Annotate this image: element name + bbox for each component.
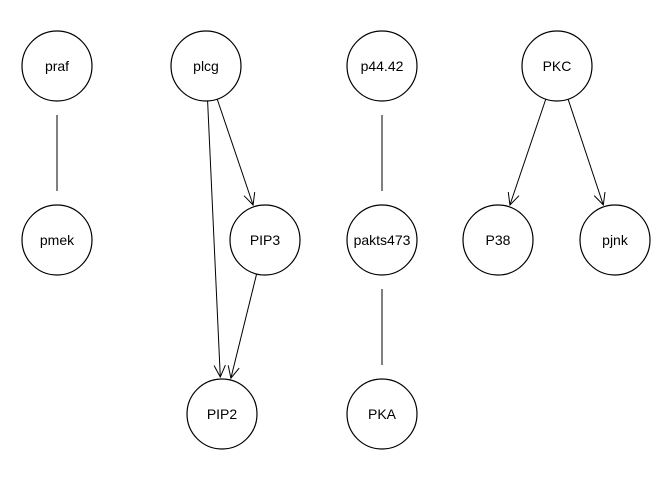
node-praf: praf <box>21 30 93 102</box>
node-pakts473-circle <box>346 204 418 276</box>
node-PKC: PKC <box>521 30 593 102</box>
node-P38-label: P38 <box>486 232 511 248</box>
node-PIP3: PIP3 <box>229 204 301 276</box>
node-PIP3-label: PIP3 <box>250 232 281 248</box>
node-P38: P38 <box>462 204 534 276</box>
edge-PKC-P38-arrowhead <box>507 192 520 207</box>
edge-PKC-P38-line <box>509 98 547 206</box>
nodes-layer: praf pmek plcg PIP3 PIP2 p44.42 pakts473 <box>21 30 651 450</box>
node-praf-label: praf <box>45 58 69 74</box>
node-pmek-circle <box>21 204 93 276</box>
node-pjnk: pjnk <box>579 204 651 276</box>
node-plcg-circle <box>170 30 242 102</box>
node-plcg: plcg <box>170 30 242 102</box>
edge-plcg-PIP3-arrowhead <box>243 192 256 207</box>
node-PIP3-circle <box>229 204 301 276</box>
edge-plcg-PIP2 <box>207 100 226 379</box>
node-pakts473: pakts473 <box>346 204 418 276</box>
node-pmek-label: pmek <box>40 232 75 248</box>
node-PIP2-label: PIP2 <box>207 406 238 422</box>
node-pakts473-label: pakts473 <box>354 232 411 248</box>
node-p44.42: p44.42 <box>346 30 418 102</box>
edge-plcg-PIP3 <box>216 98 256 207</box>
node-PKC-label: PKC <box>543 58 572 74</box>
node-PKC-circle <box>521 30 593 102</box>
node-PIP2-circle <box>186 378 258 450</box>
node-pjnk-label: pjnk <box>602 232 629 248</box>
node-praf-circle <box>21 30 93 102</box>
edge-plcg-PIP2-line <box>207 100 221 378</box>
node-PKA-circle <box>346 378 418 450</box>
edge-plcg-PIP2-arrowhead <box>213 364 226 379</box>
node-pmek: pmek <box>21 204 93 276</box>
node-PKA: PKA <box>346 378 418 450</box>
edge-PKC-P38 <box>507 98 547 207</box>
node-plcg-label: plcg <box>193 58 219 74</box>
edges-layer <box>56 98 606 380</box>
edge-PKC-pjnk-arrowhead <box>593 191 606 206</box>
node-PKA-label: PKA <box>368 406 397 422</box>
node-p44.42-circle <box>346 30 418 102</box>
node-P38-circle <box>462 204 534 276</box>
edge-PIP3-PIP2-arrowhead <box>227 365 240 380</box>
node-p44.42-label: p44.42 <box>361 58 404 74</box>
edge-PKC-pjnk <box>567 99 606 206</box>
edge-plcg-PIP3-line <box>216 98 254 206</box>
edge-PIP3-PIP2-line <box>230 273 258 379</box>
node-pjnk-circle <box>579 204 651 276</box>
node-PIP2: PIP2 <box>186 378 258 450</box>
edge-PKC-pjnk-line <box>567 99 604 206</box>
edge-PIP3-PIP2 <box>227 273 258 380</box>
